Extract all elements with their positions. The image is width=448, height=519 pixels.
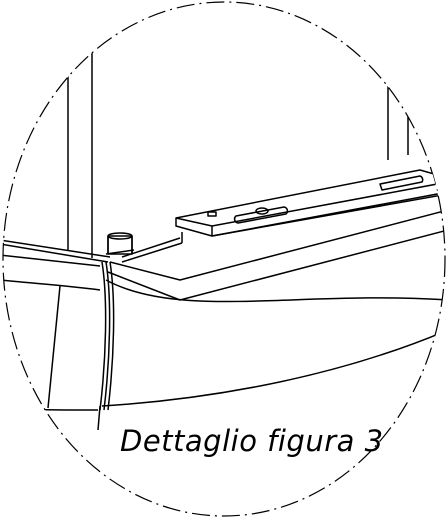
- rail-body-right: [97, 209, 445, 431]
- bolt: [105, 232, 135, 255]
- figure-caption: Dettaglio figura 3: [120, 424, 384, 458]
- wall-edge-left: [3, 239, 111, 263]
- rail-body-left: [3, 254, 101, 411]
- frame-post-right: [387, 80, 409, 160]
- joint-seam: [99, 261, 115, 411]
- bracket-plate: [175, 169, 445, 237]
